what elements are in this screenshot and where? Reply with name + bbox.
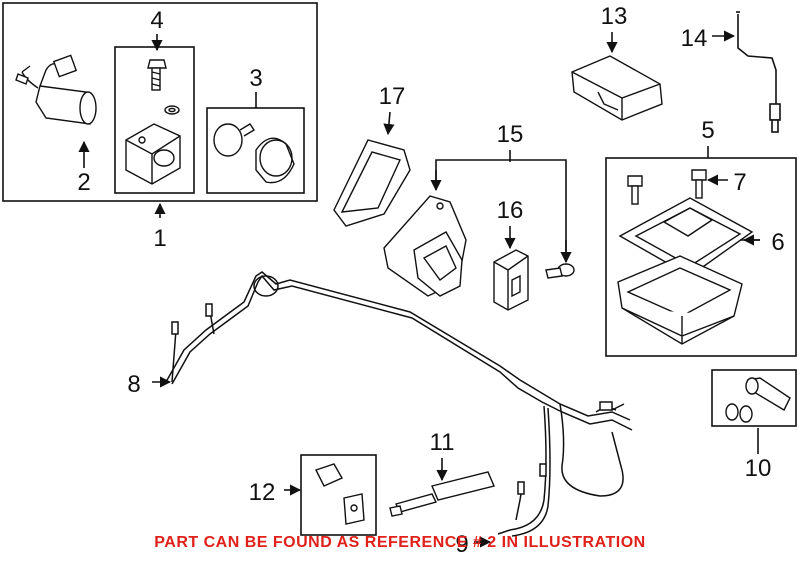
callout-3: 3 <box>249 65 262 92</box>
part-15-bracket <box>383 195 575 297</box>
callout-7: 7 <box>733 169 746 196</box>
part-10-bolt-washers <box>725 377 791 423</box>
reference-note: PART CAN BE FOUND AS REFERENCE # 2 IN IL… <box>154 534 646 551</box>
part-17-panel <box>333 139 411 227</box>
part-6-gasket <box>617 197 754 345</box>
callout-11: 11 <box>430 429 455 456</box>
part-13-module <box>571 55 663 121</box>
callout-5: 5 <box>701 117 714 144</box>
callout-15: 15 <box>497 121 524 148</box>
group-box-10 <box>711 369 797 427</box>
group-box-5 <box>605 157 797 357</box>
part-8-harness <box>165 271 633 537</box>
leader-lines <box>78 30 760 548</box>
callout-2: 2 <box>77 169 90 196</box>
part-7-bolts <box>627 169 707 205</box>
part-2-sensor <box>15 54 97 125</box>
part-16-retainer <box>493 249 529 311</box>
callout-14: 14 <box>681 25 708 52</box>
callout-13: 13 <box>601 3 628 30</box>
callout-10: 10 <box>745 455 772 482</box>
callout-9: 9 <box>455 531 468 558</box>
callout-12: 12 <box>249 479 276 506</box>
part-12-parts <box>315 463 365 525</box>
part-4-bracket <box>125 59 181 185</box>
callout-1: 1 <box>153 225 166 252</box>
part-3-clamp <box>213 123 295 184</box>
part-14-sensor-wire <box>736 11 781 133</box>
callout-8: 8 <box>127 371 140 398</box>
callout-labels: 1 2 3 4 5 6 7 8 9 10 11 12 13 14 15 16 1… <box>77 3 784 558</box>
callout-6: 6 <box>771 229 784 256</box>
group-box-12 <box>300 454 377 536</box>
part-11-strut <box>389 471 495 517</box>
callout-4: 4 <box>150 7 163 34</box>
callout-16: 16 <box>497 197 524 224</box>
callout-17: 17 <box>379 83 406 110</box>
